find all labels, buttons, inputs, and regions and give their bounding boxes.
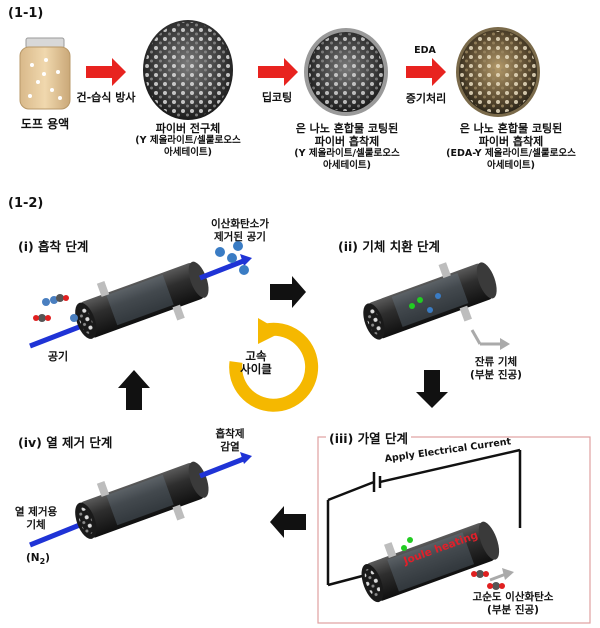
nitrogen-open: (N: [26, 552, 40, 564]
fast-cycle-label: 고속 사이클: [226, 350, 286, 376]
stage1-output-line2: 제거된 공기: [214, 231, 266, 243]
stage2-output-line1: 잔류 기체: [474, 356, 518, 368]
product2-caption: 은 나노 혼합물 코팅된 파이버 흡착제 (Y 제올라이트/셀룰로오스 아세테이…: [272, 122, 422, 172]
product2-title2: 파이버 흡착제: [314, 135, 380, 148]
stage4-output-label: 흡착제 감열: [200, 428, 260, 454]
vapor-treatment-label: 증기처리: [405, 92, 447, 105]
red-arrow-2: [258, 58, 298, 86]
fast-cycle-line2: 사이클: [240, 362, 272, 376]
stage4-output-line2: 감열: [220, 441, 240, 453]
product2-sub2: 아세테이트): [322, 160, 372, 171]
stage4-title: (iv) 열 제거 단계: [18, 435, 113, 450]
product1-sub1: (Y 제올라이트/셀룰로오스: [135, 135, 241, 146]
product2-sub1: (Y 제올라이트/셀룰로오스: [294, 148, 400, 159]
nitrogen-label: (N2): [18, 552, 58, 568]
heating-stage-frame: [317, 436, 591, 624]
stage1-output-line1: 이산화탄소가: [211, 218, 269, 230]
stage2-module: [363, 262, 510, 350]
product3-title2: 파이버 흡착제: [478, 135, 544, 148]
stage4-input-line2: 기체: [26, 519, 46, 531]
stage3-output-line1: 고순도 이산화탄소: [472, 591, 554, 603]
stage4-module: [29, 452, 252, 548]
dope-solution-jar-icon: [19, 37, 71, 110]
fast-cycle-line1: 고속: [245, 349, 267, 363]
product1-title: 파이버 전구체: [155, 122, 221, 135]
dope-solution-label: 도프 용액: [20, 117, 70, 131]
product3-caption: 은 나노 혼합물 코팅된 파이버 흡착제 (EDA-Y 제올라이트/셀룰로오스 …: [426, 122, 596, 172]
product1-caption: 파이버 전구체 (Y 제올라이트/셀룰로오스 아세테이트): [118, 122, 258, 159]
stage3-output-label: 고순도 이산화탄소 (부분 진공): [438, 591, 588, 617]
stage1-input-label: 공기: [47, 350, 69, 363]
stage3-output-line2: (부분 진공): [487, 604, 539, 616]
stage3-circuit: [326, 448, 522, 587]
section-1-1-title: (1-1): [8, 6, 44, 21]
stage2-output-line2: (부분 진공): [470, 369, 522, 381]
eda-treated-fiber-image: [456, 27, 540, 117]
product1-sub2: 아세테이트): [163, 147, 213, 158]
dry-wet-spinning-label: 건-습식 방사: [76, 91, 136, 104]
product3-title1: 은 나노 혼합물 코팅된: [459, 122, 563, 135]
eda-label: EDA: [414, 45, 436, 56]
stage4-input-line1: 열 제거용: [14, 506, 58, 518]
stage4-output-line1: 흡착제: [215, 428, 245, 440]
stage1-module: [29, 241, 252, 349]
red-arrow-1: [86, 58, 126, 86]
dip-coating-label: 딥코팅: [261, 91, 293, 104]
black-arrow-up: [118, 370, 150, 410]
product3-sub1: (EDA-Y 제올라이트/셀룰로오스: [446, 148, 576, 159]
nitrogen-close: ): [45, 552, 50, 564]
product3-sub2: 아세테이트): [486, 160, 536, 171]
product2-title1: 은 나노 혼합물 코팅된: [295, 122, 399, 135]
nitrogen-subscript: 2: [39, 557, 46, 567]
silver-coated-fiber-image: [304, 28, 388, 116]
fast-cycle-icon: [229, 318, 319, 412]
black-arrow-right: [270, 276, 306, 308]
stage4-input-label: 열 제거용 기체: [4, 506, 68, 532]
stage1-output-label: 이산화탄소가 제거된 공기: [190, 218, 290, 244]
black-arrow-left: [270, 506, 306, 538]
black-arrow-down: [416, 370, 448, 408]
stage1-title: (i) 흡착 단계: [18, 239, 89, 254]
stage3-module: [361, 521, 514, 603]
fiber-precursor-image: [143, 20, 233, 120]
section-1-2-title: (1-2): [8, 196, 44, 211]
stage2-output-label: 잔류 기체 (부분 진공): [456, 356, 536, 382]
stage3-title: (iii) 가열 단계: [326, 428, 411, 447]
stage2-title: (ii) 기체 치환 단계: [338, 239, 441, 254]
red-arrow-3: [406, 58, 446, 86]
